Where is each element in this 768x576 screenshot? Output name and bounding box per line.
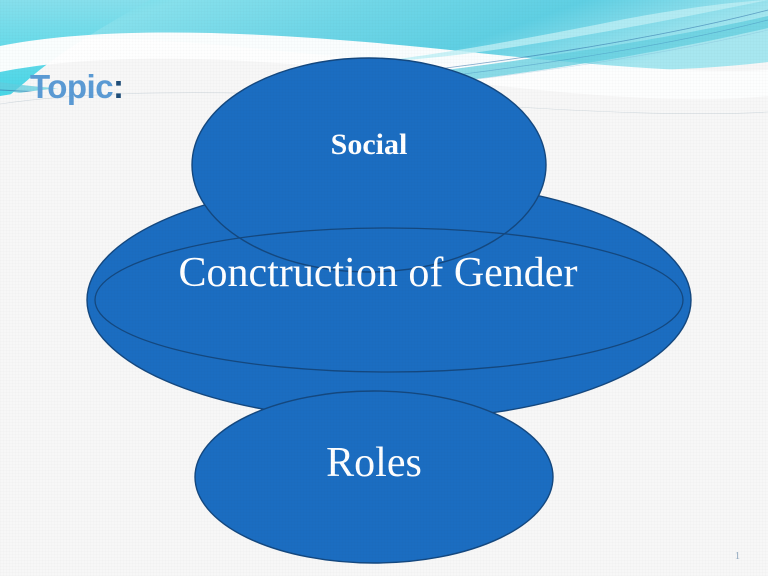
- page-title-text: Topic: [30, 68, 114, 105]
- bottom-ellipse-label: Roles: [326, 440, 422, 486]
- top-ellipse-shape[interactable]: [191, 57, 547, 273]
- slide-number: 1: [735, 551, 740, 562]
- middle-inner-ellipse-outline: [94, 227, 684, 373]
- middle-ellipse-label: Conctruction of Gender: [178, 250, 578, 296]
- bottom-ellipse-shape[interactable]: [194, 390, 554, 564]
- page-title: Topic:: [30, 68, 124, 106]
- page-title-separator: :: [113, 68, 124, 105]
- top-ellipse-label: Social: [330, 128, 408, 161]
